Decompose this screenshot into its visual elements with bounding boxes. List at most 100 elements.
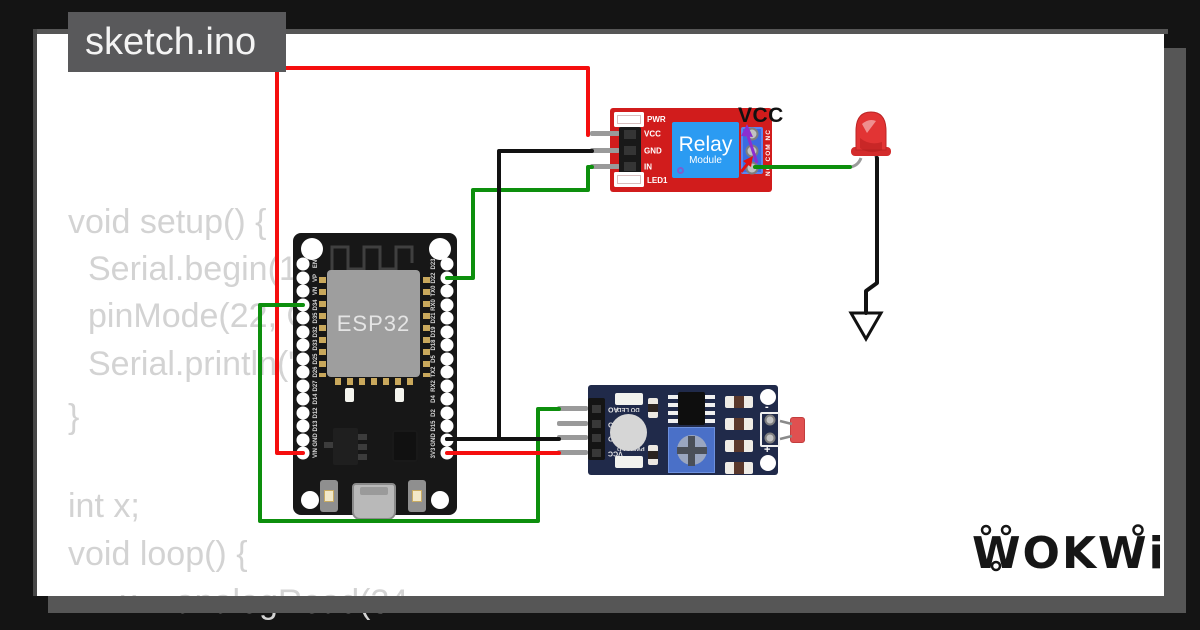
sensor-vcc-pin[interactable] bbox=[557, 450, 588, 455]
sensor-do-pin[interactable] bbox=[557, 421, 588, 426]
esp32-pin-d21[interactable] bbox=[440, 311, 454, 325]
terminal-screw-no[interactable] bbox=[745, 161, 759, 175]
esp32-chip: ESP32 bbox=[327, 270, 420, 377]
relay-vcc-pin[interactable] bbox=[590, 131, 620, 136]
esp32-pin-d32[interactable] bbox=[296, 325, 310, 338]
sensor-resistor bbox=[725, 418, 753, 430]
esp32-pin-en[interactable] bbox=[296, 257, 310, 271]
plus-label: + bbox=[764, 444, 771, 456]
mounting-hole bbox=[431, 491, 449, 509]
sensor-do-led bbox=[615, 393, 643, 405]
terminal-screw-com[interactable] bbox=[745, 144, 759, 158]
esp32-pin-d15[interactable] bbox=[440, 419, 454, 433]
terminal-screw-nc[interactable] bbox=[745, 127, 759, 141]
esp32-pin-d14[interactable] bbox=[296, 392, 310, 406]
relay-gnd-pin[interactable] bbox=[590, 148, 620, 153]
code-line: } bbox=[68, 398, 80, 436]
esp32-pin-label: TX0 bbox=[431, 285, 437, 297]
esp32-pin-d22[interactable] bbox=[440, 271, 454, 284]
chip-pads-bottom bbox=[335, 378, 417, 385]
relay-subtitle: Module bbox=[689, 155, 722, 166]
esp32-pin-label: D4 bbox=[431, 395, 437, 403]
esp32-pin-d25[interactable] bbox=[296, 352, 310, 365]
relay-component: Relay Module bbox=[672, 122, 739, 178]
esp32-pin-rx2[interactable] bbox=[440, 379, 454, 392]
esp32-pin-d33[interactable] bbox=[296, 338, 310, 352]
canvas-left-edge bbox=[33, 29, 37, 596]
horizontal-scrollbar[interactable] bbox=[48, 596, 1186, 613]
esp32-pin-label: D32 bbox=[313, 325, 319, 338]
esp32-pin-label: D25 bbox=[313, 352, 319, 365]
esp32-pin-d12[interactable] bbox=[296, 406, 310, 419]
mounting-hole bbox=[760, 455, 776, 471]
esp32-pin-vin[interactable] bbox=[296, 446, 310, 460]
relay-pin-header bbox=[619, 127, 641, 174]
onboard-led bbox=[345, 388, 354, 402]
sensor-resistor bbox=[648, 398, 658, 418]
esp32-pin-d35[interactable] bbox=[296, 311, 310, 325]
esp32-pin-vn[interactable] bbox=[296, 284, 310, 298]
esp32-pin-rx0[interactable] bbox=[440, 298, 454, 311]
esp32-pin-d4[interactable] bbox=[440, 392, 454, 406]
esp32-pin-label: VN bbox=[313, 286, 319, 296]
esp32-pin-d2[interactable] bbox=[440, 406, 454, 419]
ldr-screw[interactable] bbox=[764, 414, 776, 426]
chip-pads-right bbox=[423, 277, 430, 377]
relay-led1-label: LED1 bbox=[647, 176, 668, 185]
esp32-pin-label: GND bbox=[431, 432, 437, 447]
sensor-gnd-pin[interactable] bbox=[557, 435, 588, 440]
esp32-pin-label: D33 bbox=[313, 339, 319, 351]
esp32-pin-d19[interactable] bbox=[440, 325, 454, 338]
esp32-pin-d26[interactable] bbox=[296, 365, 310, 379]
vcc-annotation-text: VCC bbox=[738, 104, 784, 127]
relay-in-pin[interactable] bbox=[590, 164, 620, 169]
esp32-pin-d5[interactable] bbox=[440, 352, 454, 365]
esp32-pin-vp[interactable] bbox=[296, 271, 310, 284]
relay-title: Relay bbox=[678, 133, 733, 156]
relay-indicator-dot bbox=[677, 167, 684, 174]
sensitivity-potentiometer[interactable] bbox=[668, 427, 715, 473]
esp32-pin-label: D34 bbox=[313, 298, 319, 311]
esp32-pin-gnd[interactable] bbox=[440, 433, 454, 446]
esp32-pin-label: D14 bbox=[313, 393, 319, 405]
esp32-pin-label: VP bbox=[313, 273, 319, 282]
sensor-ao-pin[interactable] bbox=[557, 406, 588, 411]
voltage-regulator bbox=[324, 428, 367, 465]
esp32-pin-d13[interactable] bbox=[296, 419, 310, 433]
esp32-pin-tx0[interactable] bbox=[440, 284, 454, 298]
relay-pwr-label: PWR bbox=[647, 115, 666, 124]
esp32-pin-3v3[interactable] bbox=[440, 446, 454, 460]
esp32-pin-label: D22 bbox=[431, 271, 437, 284]
ic-pads bbox=[705, 395, 715, 423]
en-button[interactable] bbox=[320, 480, 338, 512]
boot-button[interactable] bbox=[408, 480, 426, 512]
ldr-sensor-module-board[interactable]: AODOGNDVCC DO LED PWR LED - + bbox=[557, 385, 805, 475]
esp32-pin-d34[interactable] bbox=[296, 298, 310, 311]
relay-power-led bbox=[614, 112, 644, 127]
wokwi-logo-text: WOKWi bbox=[972, 528, 1166, 579]
file-tab-sketch-ino[interactable]: sketch.ino bbox=[68, 12, 286, 72]
onboard-led bbox=[395, 388, 404, 402]
esp32-pin-d27[interactable] bbox=[296, 379, 310, 392]
code-line: Serial.begin(11 bbox=[88, 250, 315, 288]
ldr-screw[interactable] bbox=[764, 432, 776, 444]
esp32-pin-d18[interactable] bbox=[440, 338, 454, 352]
ldr-terminal bbox=[760, 412, 780, 447]
esp32-pin-label: D13 bbox=[313, 420, 319, 432]
vertical-scrollbar[interactable] bbox=[1164, 48, 1186, 613]
sensor-pin-header bbox=[588, 398, 605, 460]
minus-label: - bbox=[765, 401, 769, 413]
esp32-pin-label: EN bbox=[313, 259, 319, 269]
esp32-pin-label: RX0 bbox=[431, 298, 437, 311]
esp32-pin-tx2[interactable] bbox=[440, 365, 454, 379]
diagram-canvas[interactable] bbox=[37, 33, 1164, 596]
photoresistor[interactable] bbox=[790, 417, 805, 443]
mounting-hole bbox=[301, 491, 319, 509]
usb-connector bbox=[352, 483, 396, 520]
esp32-pin-d23[interactable] bbox=[440, 257, 454, 271]
esp32-pin-gnd[interactable] bbox=[296, 433, 310, 446]
esp32-pin-label: TX2 bbox=[431, 366, 437, 378]
